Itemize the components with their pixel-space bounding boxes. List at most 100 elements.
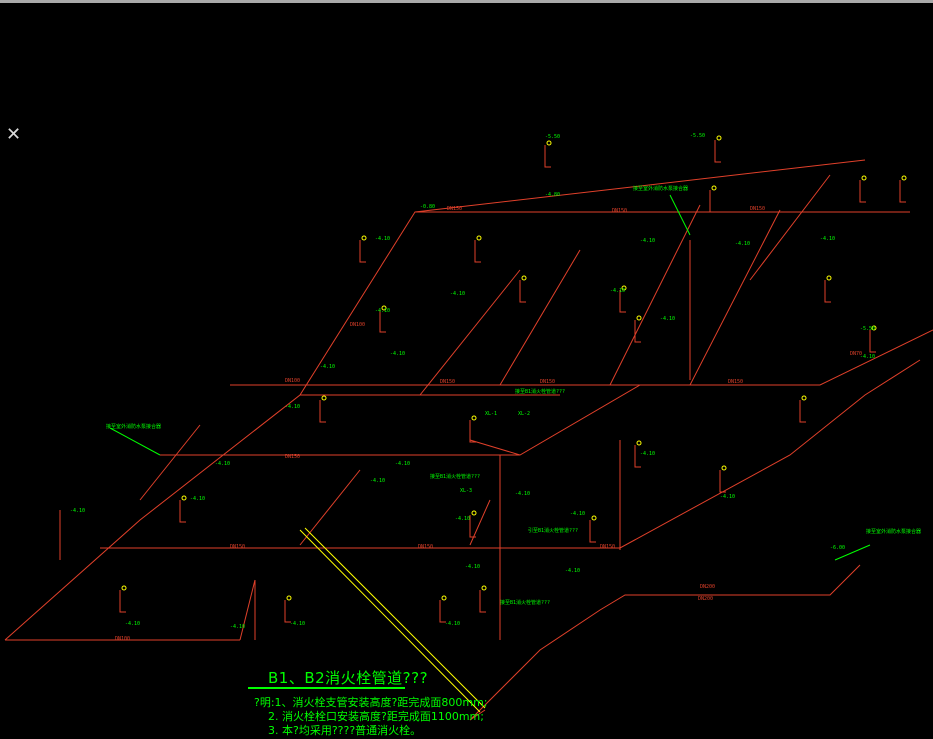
leader-north [669, 194, 691, 236]
hydrant-marker-12 [871, 325, 877, 331]
riser-stub-13 [799, 400, 806, 423]
elevation-label-30: -4.10 [445, 621, 460, 627]
elevation-label-6: -4.10 [450, 291, 465, 297]
hydrant-marker-1 [381, 305, 387, 311]
branch-d [609, 204, 701, 386]
pipe-label-dn150-9: DN150 [600, 544, 615, 550]
pipe-label-dn70-1: DN70 [850, 351, 862, 357]
elevation-label-14: -4.10 [390, 351, 405, 357]
hydrant-marker-6 [636, 315, 642, 321]
riser-diagonal-north [414, 159, 866, 213]
pipe-label-dn150-8: DN150 [418, 544, 433, 550]
annotation-6: 接至B1消火栓管道??? [500, 599, 550, 606]
hydrant-marker-16 [591, 515, 597, 521]
riser-stub-10 [899, 180, 906, 203]
pipe-label-dn200-2: DN200 [698, 596, 713, 602]
hydrant-marker-4 [546, 140, 552, 146]
pipe-label-dn150-3: DN150 [750, 206, 765, 212]
branch-e [689, 209, 781, 386]
note-1: ?明:1、消火栓支管安装高度?距完成面800mm; [254, 696, 488, 709]
main-south-end [469, 709, 486, 721]
elevation-label-19: -4.10 [565, 568, 580, 574]
riser-stub-8 [709, 190, 716, 213]
elevation-label-22: -4.10 [515, 491, 530, 497]
elevation-label-12: -4.10 [375, 308, 390, 314]
riser-stub-18 [439, 600, 446, 623]
riser-stub-1 [379, 310, 386, 333]
elevation-label-31: -4.10 [230, 624, 245, 630]
riser-stub-24 [469, 515, 476, 538]
close-icon[interactable]: ✕ [6, 124, 22, 145]
riser-stub-7 [714, 140, 721, 163]
hydrant-marker-3 [521, 275, 527, 281]
riser-stub-2 [474, 240, 481, 263]
elevation-label-9: -5.50 [860, 326, 875, 332]
hydrant-marker-8 [711, 185, 717, 191]
pipe-label-dn150-2: DN150 [612, 208, 627, 214]
elevation-label-11: -4.10 [375, 236, 390, 242]
pipe-label-dn150-6: DN150 [728, 379, 743, 385]
pipe-network [4, 159, 933, 721]
annotation-3: 接至室外消防水泵接合器 [633, 185, 688, 192]
elevation-label-24: -4.10 [370, 478, 385, 484]
elevation-label-0: -5.50 [545, 134, 560, 140]
branch-west [139, 424, 201, 501]
elevation-label-28: -4.10 [125, 621, 140, 627]
hydrant-marker-0 [361, 235, 367, 241]
elevation-label-27: -4.10 [70, 508, 85, 514]
pipe-label-dn100-1: DN100 [350, 322, 365, 328]
riser-stub-4 [544, 145, 551, 168]
riser-stub-17 [479, 590, 486, 613]
note-2: 2. 消火栓栓口安装高度?距完成面1100mm; [268, 710, 484, 723]
pipe-label-dn100-3: DN100 [115, 636, 130, 642]
hydrant-marker-23 [471, 415, 477, 421]
branch-b [419, 269, 521, 396]
riser-stub-14 [634, 445, 641, 468]
pipe-label-dn150-5: DN150 [540, 379, 555, 385]
elevation-label-3: -4.10 [640, 238, 655, 244]
riser-stub-3 [519, 280, 526, 303]
elevation-label-23: -4.10 [395, 461, 410, 467]
annotation-leaders [109, 194, 871, 561]
xl-label-1: XL-1 [485, 411, 497, 417]
hydrant-marker-24 [471, 510, 477, 516]
riser-stub-9 [859, 180, 866, 203]
riser-stub-23 [469, 420, 476, 443]
branch-a [299, 469, 361, 546]
branch-c [499, 249, 581, 386]
hydrant-marker-18 [441, 595, 447, 601]
leader-east [834, 544, 871, 561]
riser-stub-5 [619, 290, 626, 313]
note-3: 3. 本?均采用????普通消火栓。 [268, 724, 422, 737]
hydrant-marker-17 [481, 585, 487, 591]
pipe-label-dn150-4: DN150 [440, 379, 455, 385]
elevation-label-21: -4.10 [455, 516, 470, 522]
elevation-label-4: -4.10 [735, 241, 750, 247]
pipe-label-dn150-10: DN150 [285, 454, 300, 460]
hydrant-marker-13 [801, 395, 807, 401]
annotation-4: 接至室外消防水泵接合器 [106, 423, 161, 430]
drawing-title: B1、B2消火栓管道??? [268, 669, 429, 687]
annotation-7: 接至室外消防水泵接合器 [866, 528, 921, 535]
riser-stub-20 [119, 590, 126, 613]
main-east-west-lower [100, 359, 921, 549]
pipe-labels: -5.50-4.80-5.50-4.10-4.10-4.10-4.10-4.10… [70, 133, 921, 642]
elevation-label-18: -4.10 [570, 511, 585, 517]
elevation-label-33: -6.00 [830, 545, 845, 551]
main-south-east [469, 564, 861, 721]
elevation-label-7: -4.10 [610, 288, 625, 294]
elevation-label-5: -4.10 [820, 236, 835, 242]
pipe-label-dn150-7: DN150 [230, 544, 245, 550]
annotation-5: 引至B1消火栓管道??? [528, 527, 578, 534]
annotation-2: 接至B1消火栓管道??? [430, 473, 480, 480]
riser-stub-0 [359, 240, 366, 263]
elevation-label-20: -4.10 [465, 564, 480, 570]
branch-h [469, 499, 491, 546]
hydrant-marker-21 [181, 495, 187, 501]
riser-stub-15 [719, 470, 726, 493]
elevation-label-17: -4.10 [720, 494, 735, 500]
riser-stub-11 [824, 280, 831, 303]
elevation-label-13: -4.10 [320, 364, 335, 370]
riser-stub-19 [284, 600, 291, 623]
